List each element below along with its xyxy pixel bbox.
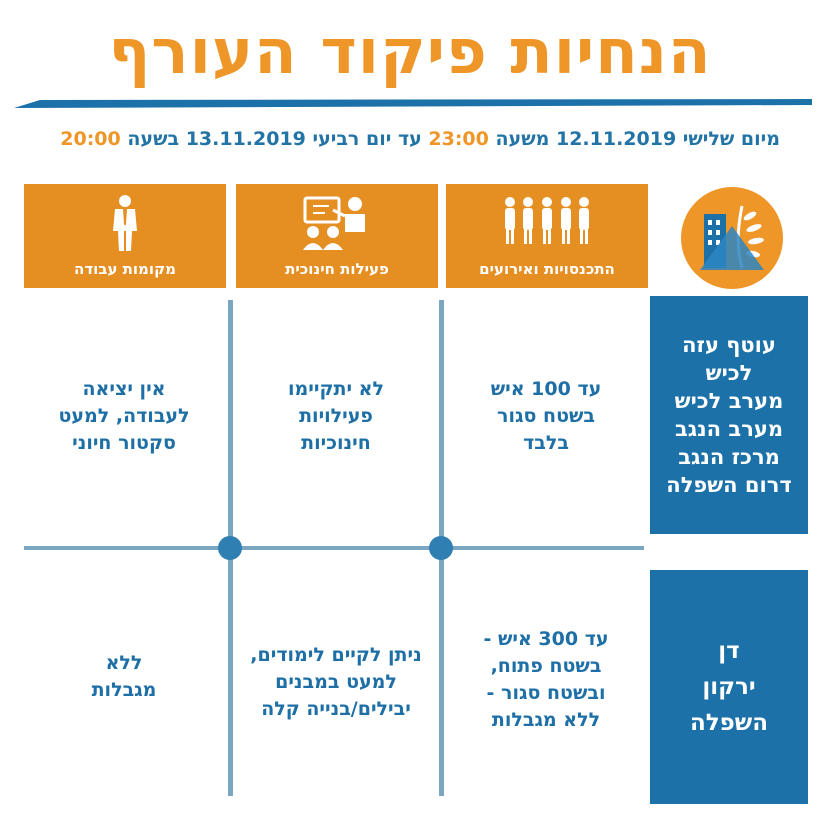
grid-node-2 (429, 536, 453, 560)
subtitle-end: עד יום רביעי 13.11.2019 בשעה (120, 128, 429, 150)
cell-line: חינוכיות (301, 432, 371, 454)
region-name: עוטף עזה (682, 333, 776, 357)
cell-line: ניתן לקיים לימודים, (250, 644, 422, 666)
cell-line: בלבד (523, 432, 569, 454)
header-workplaces: מקומות עבודה (24, 184, 226, 288)
header-education: פעילות חינוכית (236, 184, 438, 288)
cell-line: לעבודה, למעט (58, 405, 190, 427)
cell-line: פעילויות (299, 405, 373, 427)
header-gatherings: התכנסויות ואירועים (446, 184, 648, 288)
region-name: מערב לכיש (674, 389, 784, 413)
cell-line: בשטח סגור (497, 405, 595, 427)
subtitle-time-end: 20:00 (60, 128, 121, 150)
region-box-center: דן ירקון השפלה (650, 570, 808, 804)
title-underline (14, 99, 812, 108)
date-range-subtitle: מיום שלישי 12.11.2019 משעה 23:00 עד יום … (36, 128, 780, 150)
worker-icon (113, 195, 137, 251)
cell-line: לא יתקיימו (288, 378, 384, 400)
cell-line: מגבלות (91, 679, 157, 701)
cell-line: ובשטח סגור - (486, 682, 606, 704)
cell-line: ללא מגבלות (491, 709, 601, 731)
page-title: הנחיות פיקוד העורף (108, 15, 712, 88)
crowd-icon (505, 197, 589, 244)
region-name: מרכז הנגב (678, 445, 780, 469)
cell-line: בשטח פתוח, (490, 655, 602, 677)
region-name: דרום השפלה (666, 473, 792, 497)
cell-center-gatherings: עד 300 איש - בשטח פתוח, ובשטח סגור - ללא… (446, 626, 646, 734)
logo (680, 186, 784, 290)
cell-line: סקטור חיוני (72, 432, 176, 454)
region-name: ירקון (702, 674, 756, 700)
classroom-icon (303, 196, 365, 250)
cell-south-workplaces: אין יציאה לעבודה, למעט סקטור חיוני (24, 376, 224, 457)
region-name: דן (718, 638, 740, 664)
subtitle-start: מיום שלישי 12.11.2019 משעה (488, 128, 780, 150)
home-front-command-logo-icon (681, 187, 783, 289)
header-education-label: פעילות חינוכית (285, 260, 389, 278)
region-list-south: עוטף עזה לכיש מערב לכיש מערב הנגב מרכז ה… (650, 331, 808, 499)
cell-line: למעט במבנים (275, 671, 397, 693)
grid-line-horizontal (24, 546, 644, 550)
cell-line: ללא (105, 652, 143, 674)
region-box-south: עוטף עזה לכיש מערב לכיש מערב הנגב מרכז ה… (650, 296, 808, 534)
region-name: מערב הנגב (674, 417, 784, 441)
cell-line: עד 100 איש (490, 378, 602, 400)
region-list-center: דן ירקון השפלה (650, 633, 808, 741)
cell-center-workplaces: ללא מגבלות (24, 650, 224, 704)
cell-line: עד 300 איש - (483, 628, 609, 650)
cell-center-education: ניתן לקיים לימודים, למעט במבנים יבילים/ב… (236, 642, 436, 723)
header-workplaces-label: מקומות עבודה (74, 260, 176, 278)
cell-line: יבילים/בנייה קלה (261, 698, 411, 720)
region-name: לכיש (705, 361, 753, 385)
header-gatherings-label: התכנסויות ואירועים (479, 260, 615, 278)
cell-south-education: לא יתקיימו פעילויות חינוכיות (236, 376, 436, 457)
grid-node-1 (218, 536, 242, 560)
region-name: השפלה (689, 710, 769, 736)
cell-line: אין יציאה (82, 378, 166, 400)
cell-south-gatherings: עד 100 איש בשטח סגור בלבד (446, 376, 646, 457)
subtitle-time-start: 23:00 (428, 128, 489, 150)
